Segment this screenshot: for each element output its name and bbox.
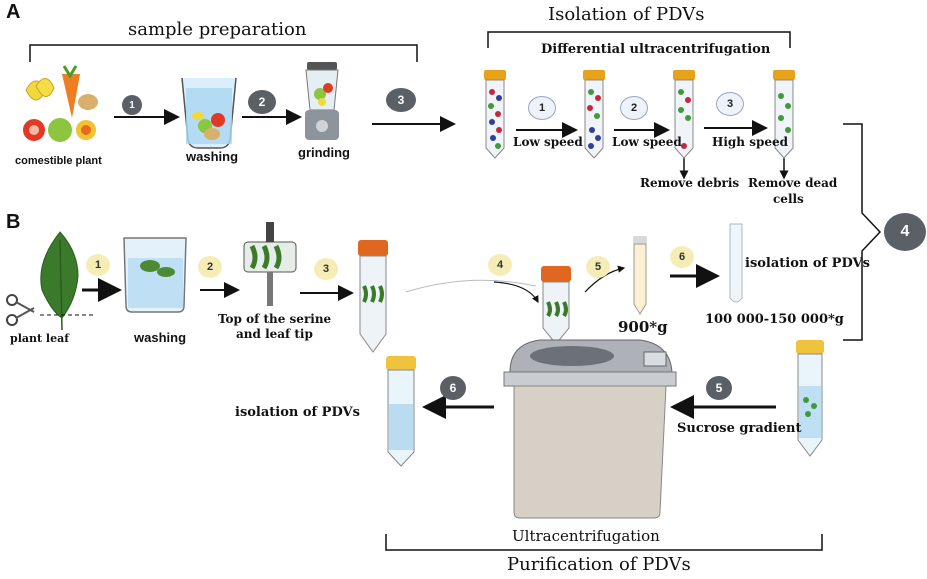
sample-prep-bracket: [29, 44, 418, 62]
isolation-bracket: [487, 31, 791, 48]
isolation-tube: [386, 356, 416, 467]
remove-debris-label: Remove debris: [640, 176, 740, 190]
diff-ultra-label: Differential ultracentrifugation: [541, 42, 771, 57]
step-b-dark-5: 5: [706, 376, 732, 400]
centrifuge-icon: [503, 339, 677, 519]
grinding-label: grinding: [298, 145, 350, 160]
plant-leaf-icon: [40, 231, 79, 331]
isolation-right-label: isolation of PDVs: [745, 256, 870, 271]
comestible-plant-label: comestible plant: [15, 155, 102, 167]
panel-label-b: B: [6, 211, 21, 233]
g900-label: 900*g: [618, 318, 668, 336]
remove-dead-label-2: cells: [773, 192, 804, 206]
tube-a4: [773, 70, 795, 159]
blender-icon: [305, 62, 339, 140]
g-range-label: 100 000-150 000*g: [705, 312, 844, 327]
step-b-4: 4: [488, 254, 512, 276]
washing-beaker-b: [123, 237, 187, 313]
plant-leaf-label: plant leaf: [10, 332, 69, 345]
step-a-dark-2: 2: [248, 90, 276, 114]
scissors-icon: [6, 294, 35, 326]
falcon-tube-center: [541, 266, 571, 345]
step-b-5: 5: [586, 256, 610, 278]
join-bracket: [843, 123, 882, 341]
sucrose-label: Sucrose gradient: [677, 421, 802, 436]
remove-dead-label: Remove dead: [748, 176, 838, 190]
high-speed-label: High speed: [712, 135, 788, 149]
step-a-light-1: 1: [528, 96, 556, 120]
ultracentrifugation-label: Ultracentrifugation: [512, 527, 660, 545]
washing-label-b: washing: [134, 330, 187, 345]
purification-bracket: [385, 534, 823, 551]
falcon-tube-b3: [358, 240, 388, 353]
empty-tube: [729, 223, 743, 303]
step-a-dark-3: 3: [386, 88, 416, 112]
panel-label-a: A: [6, 1, 21, 23]
top-serine-label: Top of the serine: [218, 312, 332, 326]
isolation-left-label: isolation of PDVs: [235, 405, 360, 420]
low-speed-label-2: Low speed: [612, 135, 682, 149]
step-a-light-2: 2: [620, 96, 648, 120]
step-b-2: 2: [198, 256, 222, 278]
step-b-1: 1: [86, 254, 110, 276]
washing-label-a: washing: [186, 149, 239, 164]
leaf-press-icon: [243, 222, 297, 306]
comestible-plant-icon: [23, 65, 98, 142]
low-speed-label-1: Low speed: [513, 135, 583, 149]
tube-900g: [633, 236, 647, 315]
step-b-dark-6: 6: [440, 376, 466, 400]
step-b-6: 6: [670, 246, 694, 268]
tube-a3: [673, 70, 695, 159]
purification-title: Purification of PDVs: [507, 554, 691, 575]
isolation-title: Isolation of PDVs: [548, 4, 705, 25]
sample-prep-title: sample preparation: [128, 19, 307, 40]
tube-a2: [583, 70, 605, 159]
sucrose-tube: [796, 340, 824, 457]
leaf-tip-label: and leaf tip: [236, 327, 313, 341]
step-b-3: 3: [314, 258, 338, 280]
washing-beaker-a: [181, 77, 237, 149]
step-join-4: 4: [884, 213, 926, 251]
tube-a1: [484, 70, 506, 159]
step-a-dark-1: 1: [122, 95, 142, 115]
step-a-light-3: 3: [716, 92, 744, 116]
